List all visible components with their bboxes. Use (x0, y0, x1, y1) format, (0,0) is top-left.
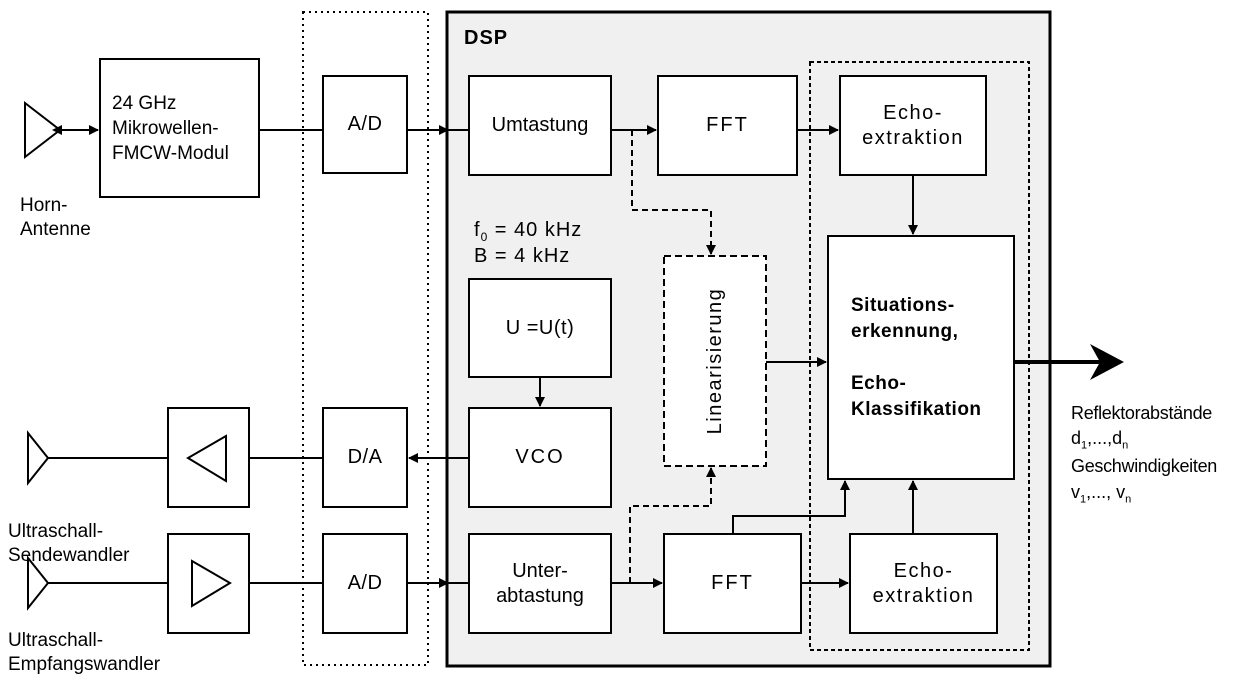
converter-frame (302, 11, 429, 666)
unterabtastung-label: Unter- abtastung (496, 559, 584, 607)
vco-box (468, 407, 612, 508)
da-box (322, 407, 408, 508)
empfang-amp-box (167, 533, 250, 634)
sende-amplifier-icon (186, 434, 227, 483)
fft-bottom-box (663, 533, 802, 634)
sende-amp-box (167, 407, 250, 508)
echo-top-label: Echo- extraktion (862, 101, 964, 149)
umtastung-box (468, 75, 612, 176)
connectors (52, 125, 918, 588)
param-f0: f0 = 40 kHz (474, 219, 583, 244)
situation-label: Situations- erkennung, Echo- Klassifikat… (851, 294, 982, 420)
sende-label: Ultraschall- Sendewandler (8, 521, 130, 566)
ad-top-label: A/D (347, 113, 383, 135)
classification-frame (809, 61, 1030, 651)
empfang-transducer-icon (27, 555, 168, 611)
fmcw-module-box (99, 58, 260, 198)
empfang-amplifier-icon (191, 559, 232, 608)
horn-antenna-label: Horn- Antenne (20, 195, 91, 240)
u-box (468, 278, 612, 378)
output-d: d1,...,dn (1071, 428, 1129, 452)
ad-top-box (322, 75, 408, 174)
umtastung-label: Umtastung (491, 114, 589, 136)
dashed-connectors (629, 130, 716, 583)
ad-bottom-label: A/D (347, 572, 383, 594)
echo-bottom-label: Echo- extraktion (872, 559, 975, 607)
fft-top-label: FFT (706, 114, 749, 136)
situation-box (827, 235, 1015, 480)
echo-top-box (839, 75, 987, 176)
linearisierung-box (663, 255, 767, 467)
output-arrow-head (1090, 344, 1124, 380)
output-v: v1,..., vn (1071, 482, 1132, 506)
empfang-label: Ultraschall- Empfangswandler (8, 630, 161, 675)
dsp-title: DSP (464, 27, 509, 49)
output-reflektor: Reflektorabstände (1071, 403, 1212, 423)
sende-transducer-icon (27, 430, 168, 486)
param-b: B = 4 kHz (474, 245, 571, 267)
fmcw-module-label: 24 GHz Mikrowellen- FMCW-Modul (112, 92, 229, 164)
linearisierung-label: Linearisierung (703, 287, 726, 435)
fft-bottom-label: FFT (711, 572, 754, 594)
output-geschwindigkeiten: Geschwindigkeiten (1071, 456, 1217, 476)
echo-bottom-box (849, 533, 998, 634)
u-label: U =U(t) (505, 316, 575, 339)
horn-antenna-icon (24, 100, 62, 160)
da-label: D/A (347, 446, 383, 468)
vco-label: VCO (515, 446, 565, 468)
fft-top-box (657, 75, 798, 176)
